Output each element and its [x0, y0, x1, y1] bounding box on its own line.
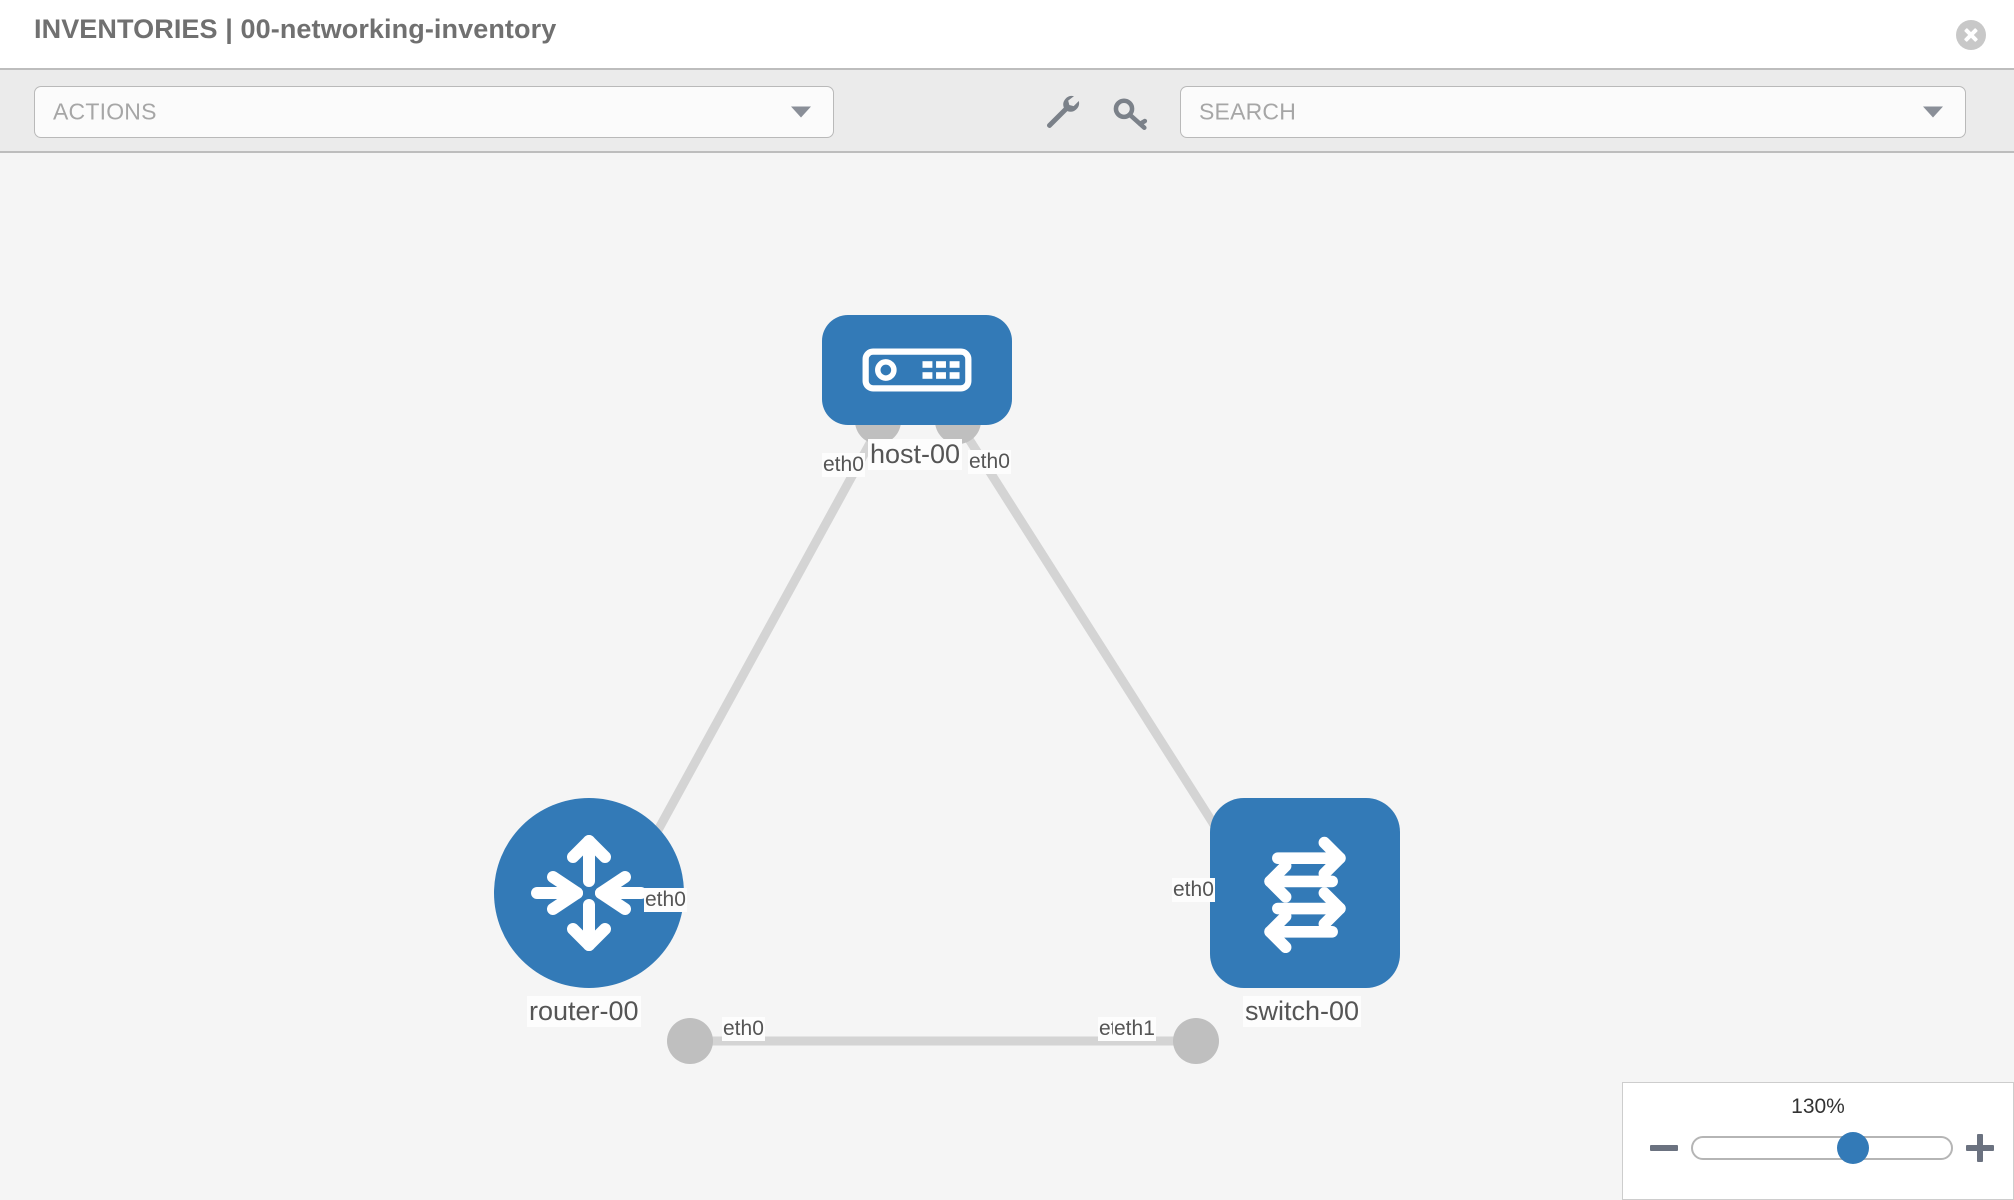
zoom-level-value: 130% — [1791, 1095, 1845, 1118]
actions-dropdown-label: ACTIONS — [53, 98, 157, 125]
zoom-slider-track[interactable] — [1691, 1132, 1953, 1164]
topology-links — [617, 398, 1259, 1064]
router-arrows-icon — [531, 835, 647, 951]
node-label-router-00: router-00 — [527, 996, 641, 1027]
switch-arrows-icon — [1264, 836, 1346, 954]
zoom-out-button[interactable] — [1647, 1131, 1681, 1165]
toolbar: ACTIONS SEARCH — [0, 68, 2014, 153]
page-header: INVENTORIES | 00-networking-inventory — [0, 0, 2014, 68]
iface-label-host-right: eth0 — [968, 450, 1011, 474]
key-icon[interactable] — [1110, 92, 1152, 134]
node-switch-00[interactable] — [1210, 798, 1400, 988]
search-placeholder: SEARCH — [1199, 98, 1297, 125]
iface-label-host-left: eth0 — [822, 453, 865, 477]
iface-label-router-out: eth0 — [722, 1017, 765, 1041]
endpoint-switch-left — [1173, 1018, 1219, 1064]
iface-label-router-up: eth0 — [644, 888, 687, 912]
wrench-icon[interactable] — [1042, 92, 1084, 134]
close-icon[interactable] — [1956, 20, 1986, 50]
node-label-host-00: host-00 — [868, 439, 963, 470]
zoom-slider-thumb[interactable] — [1836, 1132, 1869, 1164]
zoom-in-button[interactable] — [1963, 1131, 1997, 1165]
chevron-down-icon — [791, 106, 811, 118]
topology-canvas[interactable]: host-00 eth0 eth0 router-00 eth0 eth0 — [0, 153, 2014, 1200]
page-title: INVENTORIES | 00-networking-inventory — [34, 14, 557, 44]
zoom-control-panel: 130% — [1622, 1082, 2014, 1200]
endpoint-router-right — [667, 1018, 713, 1064]
server-icon — [862, 348, 972, 392]
iface-label-switch-in-b: eth1 — [1113, 1017, 1156, 1041]
chevron-down-icon[interactable] — [1923, 106, 1943, 118]
actions-dropdown[interactable]: ACTIONS — [34, 86, 834, 138]
iface-label-switch-up: eth0 — [1172, 878, 1215, 902]
link-host-router — [636, 422, 884, 866]
node-host-00[interactable] — [822, 315, 1012, 425]
node-label-switch-00: switch-00 — [1243, 996, 1362, 1027]
search-input[interactable]: SEARCH — [1180, 86, 1966, 138]
link-host-switch — [956, 422, 1236, 856]
